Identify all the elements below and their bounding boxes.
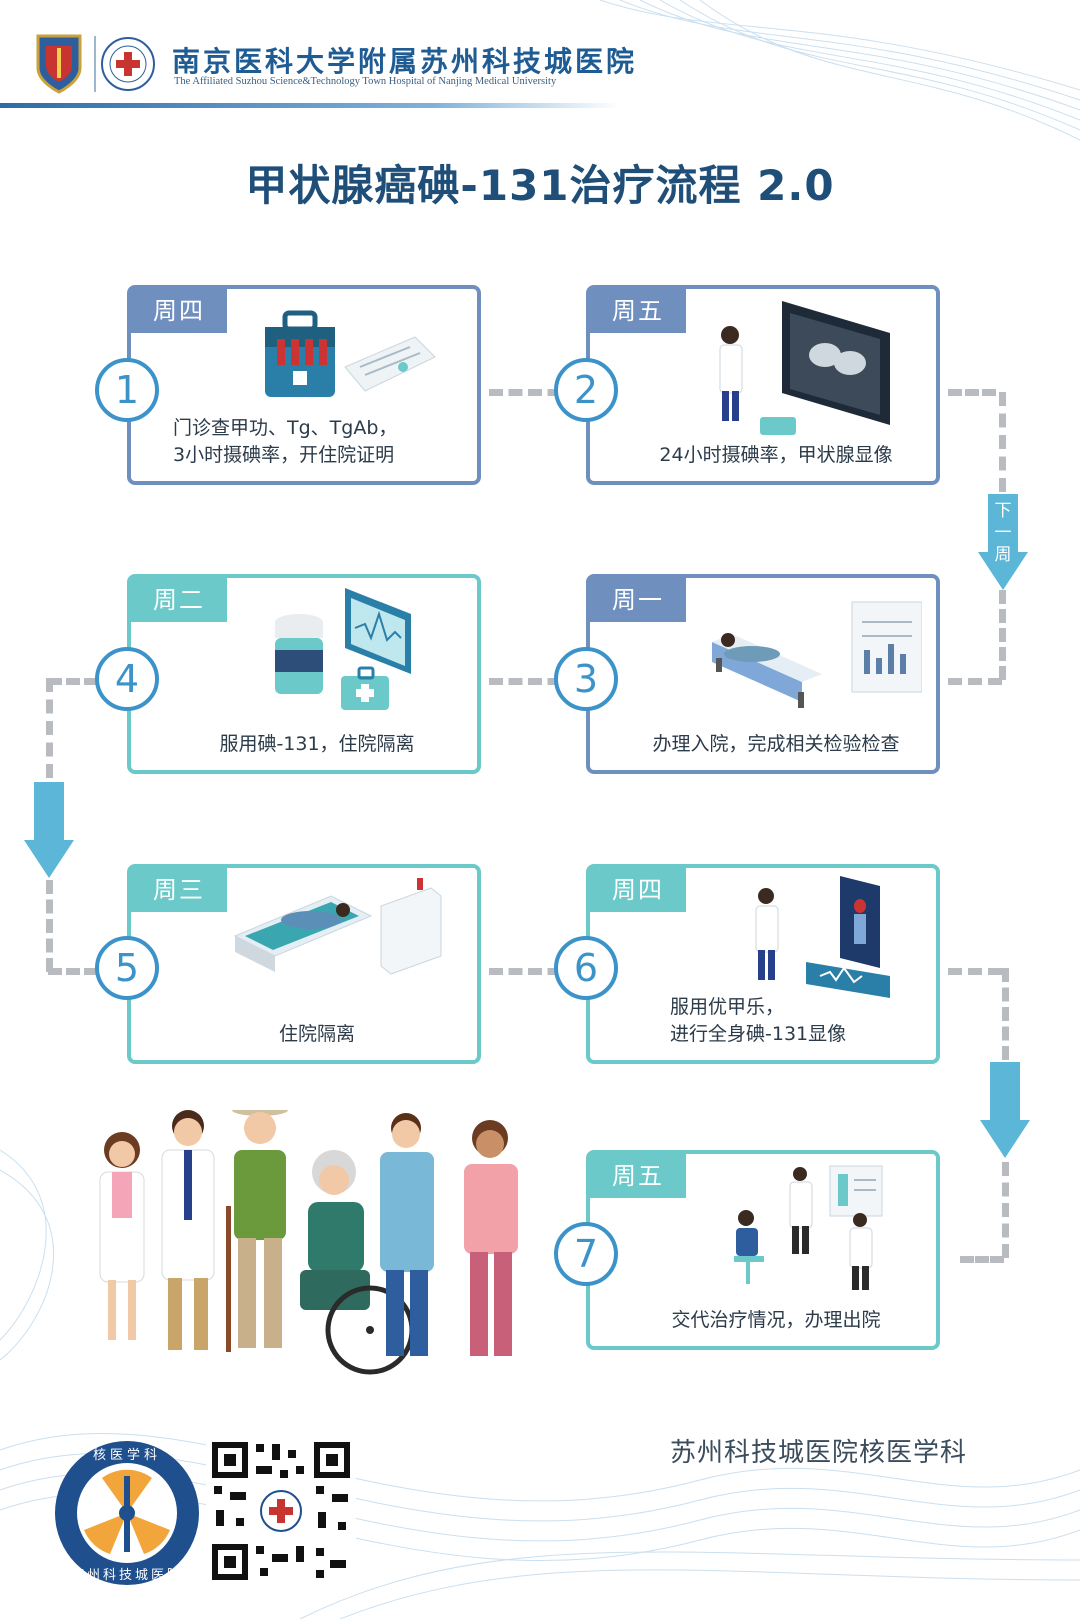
- doctor-consult-icon: [734, 1165, 883, 1290]
- step-number-4: 4: [95, 647, 159, 711]
- step-day-tag: 周四: [590, 868, 686, 912]
- page-title: 甲状腺癌碘-131治疗流程 2.0: [245, 161, 835, 210]
- connector-5-up: [46, 880, 53, 972]
- header-divider: [94, 36, 96, 92]
- badge-top-text: 核医学科: [92, 1448, 161, 1463]
- step-number-2: 2: [554, 358, 618, 422]
- connector-6-down: [1002, 968, 1009, 1060]
- connector-4-out: [48, 678, 98, 685]
- step-day-tag: 周五: [590, 1154, 686, 1198]
- step-card-6: 周四 服用优甲乐， 进行全身碘-131显像: [586, 864, 940, 1064]
- step-day-tag: 周三: [131, 868, 227, 912]
- medicine-bottle-icon: [275, 588, 411, 710]
- shield-emblem-icon: [36, 34, 82, 94]
- step-text: 服用优甲乐， 进行全身碘-131显像: [670, 996, 847, 1045]
- hospital-bed-icon: [712, 601, 922, 708]
- step-day-tag: 周四: [131, 289, 227, 333]
- next-week-arrow: [978, 494, 1028, 590]
- department-name: 苏州科技城医院核医学科: [670, 1438, 968, 1468]
- step-number-7: 7: [554, 1222, 618, 1286]
- step-card-4: 周二 服用碘-131，住院隔离: [127, 574, 481, 774]
- down-arrow-left: [24, 782, 74, 878]
- step-card-2: 周五 24小时摄碘率，甲状腺显像: [586, 285, 940, 485]
- step-text: 门诊查甲功、Tg、TgAb， 3小时摄碘率，开住院证明: [173, 417, 398, 466]
- connector-2-down: [999, 392, 1006, 492]
- thyroid-scan-monitor-icon: [719, 301, 890, 435]
- department-badge: [55, 1441, 199, 1585]
- step-text: 办理入院，完成相关检验检查: [652, 733, 900, 755]
- body-scanner-icon: [755, 876, 890, 998]
- hospital-seal-icon: [101, 37, 155, 91]
- connector-1-2: [489, 389, 581, 396]
- step-day-tag: 周二: [131, 578, 227, 622]
- step-day-tag: 周一: [590, 578, 686, 622]
- down-arrow-right: [980, 1062, 1030, 1158]
- step-card-7: 周五 交代治疗情况，办理出院: [586, 1150, 940, 1350]
- medical-kit-icon: [265, 310, 436, 397]
- connector-3-4: [489, 678, 581, 685]
- connector-7-up: [1002, 1162, 1009, 1258]
- badge-bottom-text: 苏州科技城医院: [70, 1568, 183, 1583]
- hospital-name-cn: 南京医科大学附属苏州科技城医院: [172, 45, 638, 78]
- step-number-3: 3: [554, 647, 618, 711]
- connector-5-6: [489, 968, 581, 975]
- connector-3-up: [999, 590, 1006, 680]
- connector-6-out: [948, 968, 1002, 975]
- header: 南京医科大学附属苏州科技城医院 The Affiliated Suzhou Sc…: [0, 0, 1080, 112]
- step-number-6: 6: [554, 936, 618, 1000]
- step-text: 住院隔离: [278, 1023, 355, 1045]
- connector-7-in: [960, 1256, 1004, 1263]
- connector-3-in: [948, 678, 1002, 685]
- connector-5-in: [48, 968, 98, 975]
- header-underline: [0, 103, 620, 108]
- step-card-3: 周一 办理入院，完成相关检验检查: [586, 574, 940, 774]
- next-week-label: 下一周: [994, 501, 1012, 565]
- hospital-name-en: The Affiliated Suzhou Science&Technology…: [174, 76, 557, 87]
- step-card-5: 周三 住院隔离: [127, 864, 481, 1064]
- step-number-1: 1: [95, 358, 159, 422]
- qr-code-icon[interactable]: [206, 1436, 356, 1586]
- step-text: 交代治疗情况，办理出院: [671, 1309, 881, 1331]
- step-day-tag: 周五: [590, 289, 686, 333]
- people-illustration: [99, 1110, 518, 1375]
- connector-4-down: [46, 678, 53, 778]
- connector-2-out: [948, 389, 996, 396]
- patient-bed-icon: [233, 878, 442, 975]
- step-card-1: 周四 门诊查甲功、Tg、TgAb， 3小时摄碘率，开住院证明: [127, 285, 481, 485]
- step-text: 24小时摄碘率，甲状腺显像: [659, 444, 893, 466]
- step-text: 服用碘-131，住院隔离: [219, 733, 415, 755]
- step-number-5: 5: [95, 936, 159, 1000]
